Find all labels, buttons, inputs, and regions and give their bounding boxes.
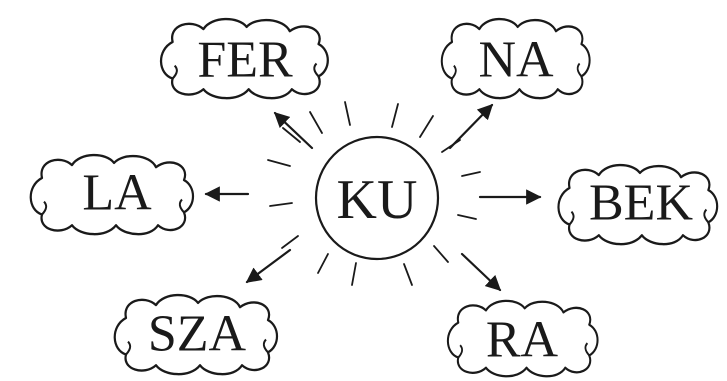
cloud-bottom-right: RA (446, 299, 599, 378)
cloud-syllable: BEK (589, 175, 693, 232)
arrow-to-top-left (273, 111, 314, 150)
cloud-middle-left: LA (29, 153, 195, 236)
arrow-to-top-right (448, 103, 494, 150)
sun-circle (314, 135, 440, 261)
sun-ray (344, 101, 351, 126)
cloud-syllable: SZA (148, 306, 247, 363)
sun-ray (391, 103, 399, 128)
sun-ray (269, 202, 293, 207)
arrow-to-bottom-right (460, 252, 502, 292)
cloud-middle-right: BEK (557, 163, 719, 246)
cloud-syllable: FER (197, 32, 293, 89)
cloud-syllable: RA (486, 312, 559, 369)
sun-ray (267, 159, 291, 167)
cloud-syllable: NA (478, 32, 554, 89)
sun-ray (309, 111, 323, 134)
cloud-top-right: NA (440, 17, 591, 100)
cloud-bottom-left: SZA (113, 293, 279, 376)
arrow-to-bottom-left (245, 248, 292, 284)
sun-syllable: KU (337, 169, 418, 231)
sun-ray (419, 115, 434, 138)
sun-ray (317, 253, 329, 274)
sun-ray (457, 214, 477, 220)
sun: KU (314, 135, 440, 261)
sun-ray (282, 127, 301, 143)
sun-ray (351, 262, 357, 286)
sun-ray (281, 235, 299, 249)
arrows (204, 103, 542, 292)
sun-ray (461, 171, 481, 177)
sun-ray (403, 263, 413, 286)
cloud-syllable: LA (82, 165, 152, 222)
sun-ray (433, 245, 449, 263)
cloud-top-left: FER (159, 17, 329, 100)
